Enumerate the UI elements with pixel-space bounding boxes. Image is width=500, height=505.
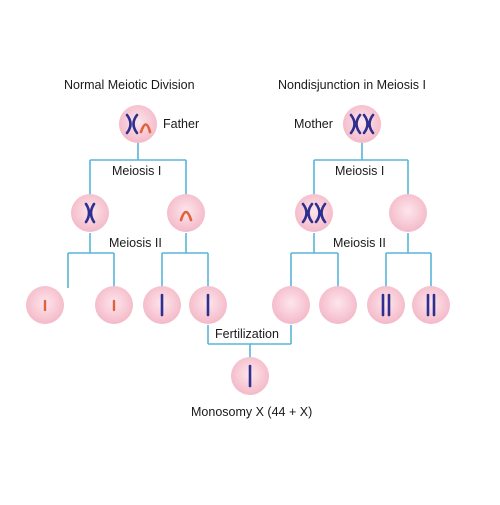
label-fertilization: Fertilization [213,327,281,341]
connector-left-y-cell [161,233,209,288]
y-chromosome [179,210,193,222]
label-result: Monosomy X (44 + X) [191,405,313,419]
gamete-6-empty [319,286,357,324]
connector-right-empty-cell [385,233,432,288]
xx-chromosomes [349,113,375,135]
chromosomes [43,113,436,388]
connector-lines [67,143,432,357]
gamete-8 [412,286,450,324]
label-meiosis1-right: Meiosis I [333,164,387,178]
label-mother: Mother [294,117,333,131]
connector-mother [313,143,409,195]
right-meiosis1-empty-cell [389,194,427,232]
connector-right-xx-cell [290,233,339,288]
x-chromosome [84,202,96,224]
gamete-5-empty [272,286,310,324]
label-father: Father [163,117,200,131]
x-chromosome [125,113,139,135]
xx-chromosomes [301,202,327,224]
connector-father [89,143,187,195]
right-meiosis1-xx-cell [295,194,333,232]
connector-fertilization [207,325,292,357]
label-meiosis2-right: Meiosis II [331,236,388,250]
xx-chromatids [426,293,436,317]
father-cell [119,105,157,143]
y-chromosome [139,123,152,134]
mother-cell [343,105,381,143]
title-normal-meiotic-division: Normal Meiotic Division [64,78,195,92]
gamete-7 [367,286,405,324]
xx-chromatids [381,293,391,317]
connector-left-x-cell [67,233,115,288]
title-nondisjunction: Nondisjunction in Meiosis I [278,78,426,92]
label-meiosis1-left: Meiosis I [110,164,164,178]
label-meiosis2-left: Meiosis II [107,236,164,250]
